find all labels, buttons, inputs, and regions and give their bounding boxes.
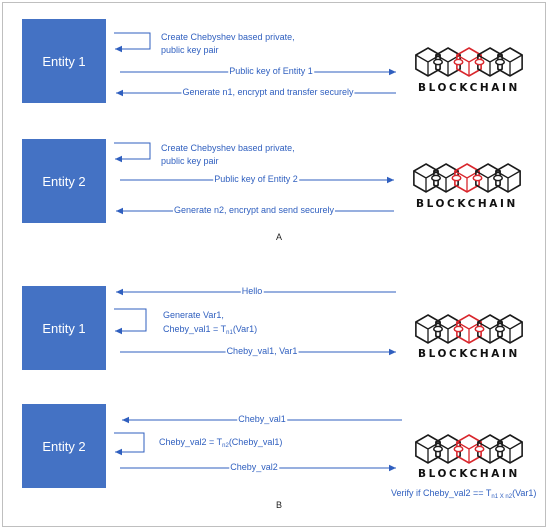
panel-a-label: A	[275, 232, 283, 242]
e2b-to-chain-label: Cheby_val2	[229, 462, 279, 473]
chain-link	[474, 445, 485, 453]
cube-edges	[495, 170, 521, 192]
chain-link	[453, 325, 464, 333]
e2a-self-label-line2: public key pair	[161, 156, 219, 166]
e1b-self-label-line2: Cheby_val1 = Tn1(Var1)	[163, 324, 258, 336]
chain-link	[431, 174, 441, 182]
verify-label: Verify if Cheby_val2 == Tn1 X n2(Var1)	[391, 488, 537, 500]
chain-link	[451, 174, 462, 182]
chain-link	[495, 325, 505, 333]
chain-link	[472, 174, 483, 182]
blockchain-wordmark: BLOCKCHAIN	[418, 82, 520, 94]
blockchain-logo-icon	[415, 434, 523, 464]
e2a-to-chain-label: Public key of Entity 2	[213, 174, 299, 185]
chain-link	[433, 58, 443, 66]
blockchain-wordmark: BLOCKCHAIN	[418, 468, 520, 480]
e1a-to-chain-label: Public key of Entity 1	[228, 66, 314, 77]
e1b-self-label-line1: Generate Var1,	[163, 310, 224, 320]
cube-edges	[497, 321, 523, 343]
blockchain-wordmark: BLOCKCHAIN	[416, 198, 518, 210]
e2a-self-label-line1: Create Chebyshev based private,	[161, 143, 295, 153]
chain-link	[453, 445, 464, 453]
blockchain-logo-icon	[415, 47, 523, 77]
entity-2-box-b: Entity 2	[22, 404, 106, 488]
chain-link	[453, 58, 464, 66]
blockchain-wordmark: BLOCKCHAIN	[418, 348, 520, 360]
hello-label: Hello	[240, 286, 264, 297]
cube-edges	[497, 441, 523, 463]
e2b-self-label: Cheby_val2 = Tn2(Cheby_val1)	[159, 437, 283, 449]
chain-link	[433, 325, 443, 333]
chain-to-e1a-label: Generate n1, encrypt and transfer secure…	[181, 87, 355, 98]
chain-link	[474, 58, 485, 66]
chain-to-e2b-label: Cheby_val1	[237, 414, 287, 425]
e1a-self-label-line1: Create Chebyshev based private,	[161, 32, 295, 42]
chain-link	[495, 445, 505, 453]
entity-2-box-a: Entity 2	[22, 139, 106, 223]
chain-link	[493, 174, 503, 182]
blockchain-logo-icon	[413, 163, 521, 193]
panel-b-label: B	[275, 500, 283, 510]
e1a-self-label-line2: public key pair	[161, 45, 219, 55]
chain-to-e2a-label: Generate n2, encrypt and send securely	[172, 205, 336, 216]
chain-link	[433, 445, 443, 453]
chain-link	[495, 58, 505, 66]
entity-1-box-a: Entity 1	[22, 19, 106, 103]
cube-edges	[497, 54, 523, 76]
blockchain-logo-icon	[415, 314, 523, 344]
chain-link	[474, 325, 485, 333]
e1b-to-chain-label: Cheby_val1, Var1	[225, 346, 299, 357]
entity-1-box-b: Entity 1	[22, 286, 106, 370]
